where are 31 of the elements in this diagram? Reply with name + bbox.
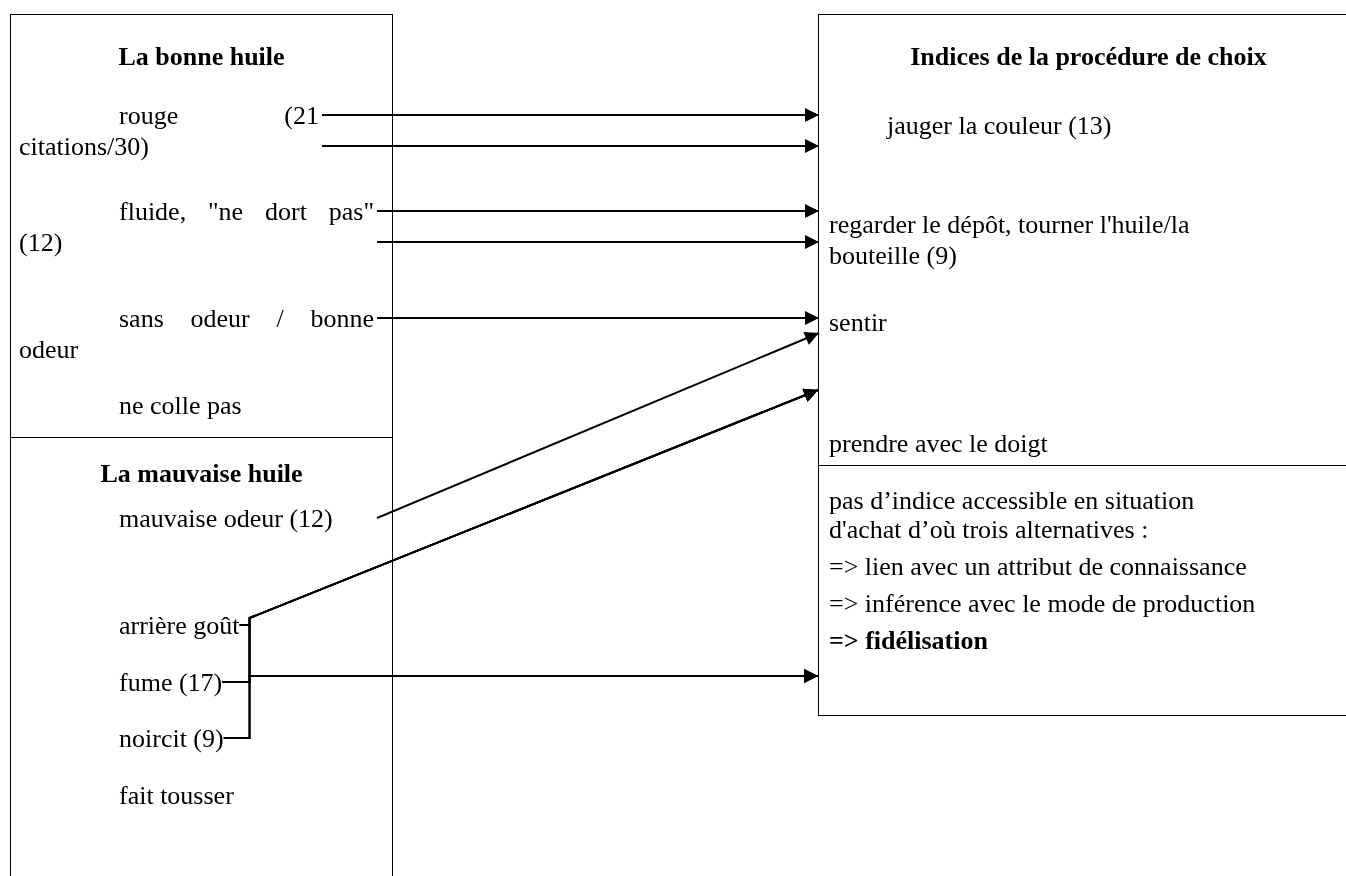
category-box bbox=[10, 437, 393, 876]
list-item: mauvaise odeur (12) bbox=[19, 502, 374, 534]
list-item: prendre avec le doigt bbox=[819, 427, 1346, 462]
note-text: => lien avec un attribut de connaissance bbox=[829, 552, 1248, 581]
arrow bbox=[222, 669, 819, 739]
list-item: regarder le dépôt, tourner l'huile/la bouteille (9) bbox=[819, 195, 1346, 285]
list-item: sentir bbox=[819, 299, 1346, 346]
arrow bbox=[376, 331, 820, 519]
note-text: => inférence avec le mode de production bbox=[829, 589, 1257, 618]
list-item: ne colle pas bbox=[19, 389, 242, 421]
list-item: jauger la couleur (13) bbox=[819, 87, 1346, 164]
note-text: pas d’indice accessible en situation d'achat d’où trois alternatives : bbox=[829, 486, 1196, 544]
list-item: sans odeur / bonne odeur bbox=[19, 302, 374, 365]
arrow bbox=[321, 139, 820, 153]
list-item: fume (17) bbox=[19, 666, 223, 698]
box-heading: Indices de la procédure de choix bbox=[909, 41, 1268, 72]
box-heading: La bonne huile bbox=[117, 41, 286, 72]
arrow bbox=[376, 204, 820, 218]
arrow bbox=[376, 235, 820, 249]
category-box bbox=[818, 14, 1346, 466]
list-item: fait tousser bbox=[19, 779, 234, 811]
note-text: => fidélisation bbox=[829, 626, 989, 655]
list-item: noircit (9) bbox=[19, 722, 224, 754]
list-item: rouge (21 citations/30) bbox=[19, 99, 319, 162]
list-item: arrière goût bbox=[19, 609, 240, 641]
note-box bbox=[818, 465, 1346, 716]
category-box bbox=[10, 14, 393, 438]
arrow bbox=[376, 311, 820, 325]
arrow bbox=[321, 108, 820, 122]
box-heading: La mauvaise huile bbox=[99, 458, 304, 489]
list-item: fluide, "ne dort pas" (12) bbox=[19, 195, 374, 258]
